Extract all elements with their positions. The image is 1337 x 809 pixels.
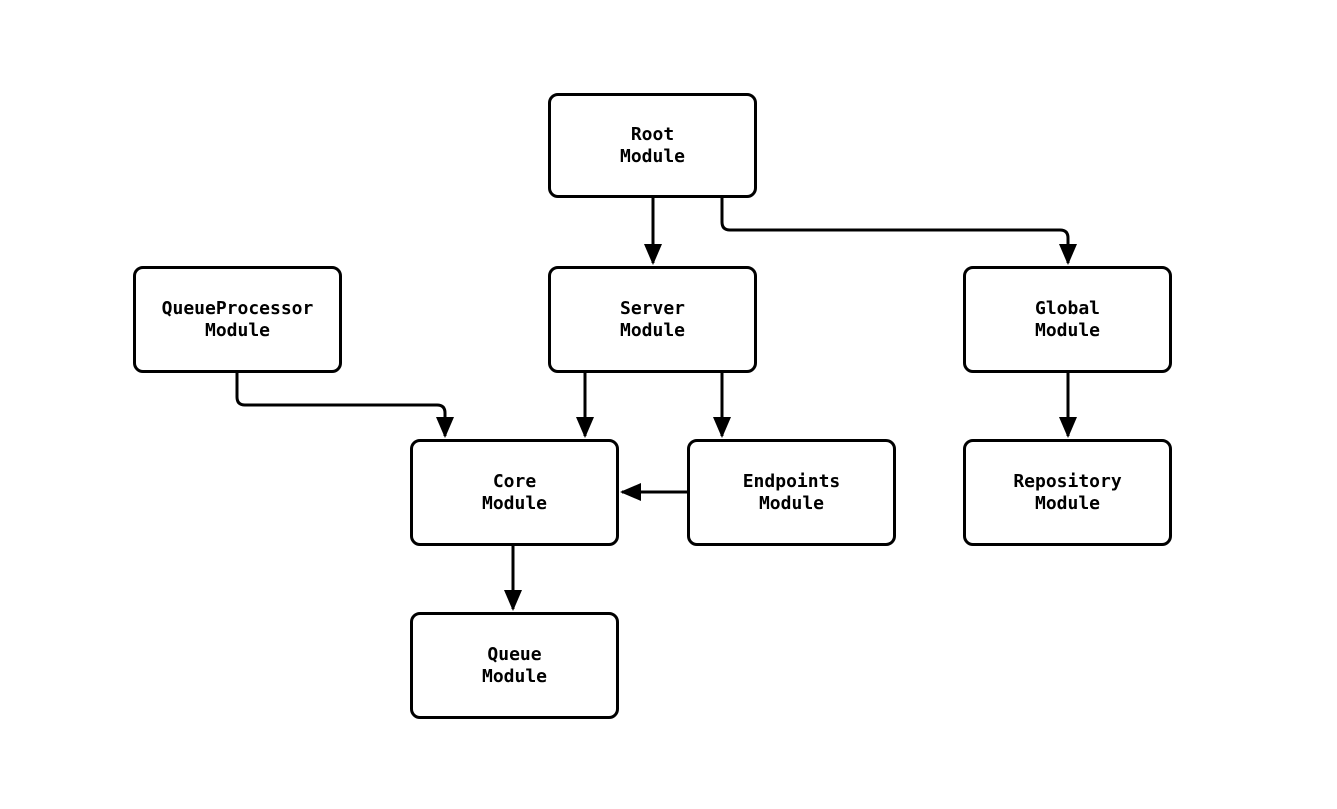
node-queue-module: Queue Module [410, 612, 619, 719]
node-root-module: Root Module [548, 93, 757, 198]
node-repository-module: Repository Module [963, 439, 1172, 546]
edge-queueprocessor-to-core [235, 373, 454, 438]
node-core-module: Core Module [410, 439, 619, 546]
node-endpoints-module: Endpoints Module [687, 439, 896, 546]
node-server-module: Server Module [548, 266, 757, 373]
node-queueprocessor-module: QueueProcessor Module [133, 266, 342, 373]
edge-root-to-global [720, 198, 1077, 265]
node-global-module: Global Module [963, 266, 1172, 373]
